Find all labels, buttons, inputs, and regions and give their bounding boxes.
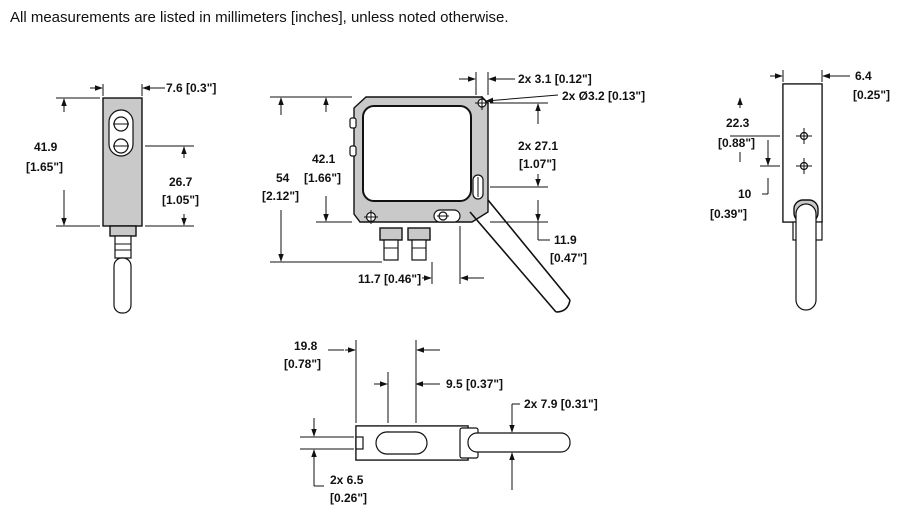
front-spacing-mm: 2x 27.1 [518,139,558,153]
bottom-height-in: [0.26"] [330,491,367,505]
sensor-lens-face [362,105,472,202]
left-hole-in: [1.05"] [162,193,199,207]
right-cable-in: [0.39"] [710,207,747,221]
front-cable-offset-label: 11.7 [0.46"] [358,272,421,286]
right-hole-mm: 22.3 [726,116,750,130]
front-view: 2x 3.1 [0.12"] 2x Ø3.2 [0.13"] 54 [2.12"… [262,72,645,313]
right-cable [795,203,817,311]
front-bottom-in: [0.47"] [550,251,587,265]
bottom-diameter-label: 2x 7.9 [0.31"] [524,397,598,411]
left-top-width-label: 7.6 [0.3"] [166,81,216,95]
measurement-note: All measurements are listed in millimete… [10,9,509,26]
connector-nut [109,225,137,237]
bottom-view: 19.8 [0.78"] 9.5 [0.37"] 2x 7.9 [0.31"] … [284,339,598,505]
connector-1 [383,239,399,261]
connector-2 [411,239,427,261]
connector-nut-1 [379,227,403,241]
bottom-height-mm: 2x 6.5 [330,473,364,487]
angled-cable-edge-1 [469,211,557,313]
front-hole-diameter-label: 2x Ø3.2 [0.13"] [562,89,645,103]
bottom-spacing-label: 9.5 [0.37"] [446,377,503,391]
front-inner-in: [1.66"] [304,171,341,185]
connector-body [114,235,132,259]
bottom-left-mm: 19.8 [294,339,318,353]
front-bottom-mm: 11.9 [554,233,577,247]
front-height-mm: 54 [276,171,290,185]
cable [113,257,132,314]
angled-cable-edge-2 [487,199,571,301]
front-hole-offset-label: 2x 3.1 [0.12"] [518,72,592,86]
left-height-mm: 41.9 [34,140,58,154]
left-height-in: [1.65"] [26,160,63,174]
bottom-left-in: [0.78"] [284,357,321,371]
left-hole-mm: 26.7 [169,175,193,189]
right-width-mm: 6.4 [855,69,872,83]
front-inner-mm: 42.1 [312,152,336,166]
bottom-cable [467,432,571,453]
right-width-in: [0.25"] [853,88,890,102]
right-hole-in: [0.88"] [718,136,755,150]
left-side-view: 7.6 [0.3"] 41.9 [1.65"] 26.7 [1.05"] [26,81,216,314]
front-spacing-in: [1.07"] [519,157,556,171]
right-cable-mm: 10 [738,187,752,201]
connector-nut-2 [407,227,431,241]
front-height-in: [2.12"] [262,189,299,203]
right-side-view: 6.4 [0.25"] 22.3 [0.88"] 10 [0.39"] [710,69,890,311]
